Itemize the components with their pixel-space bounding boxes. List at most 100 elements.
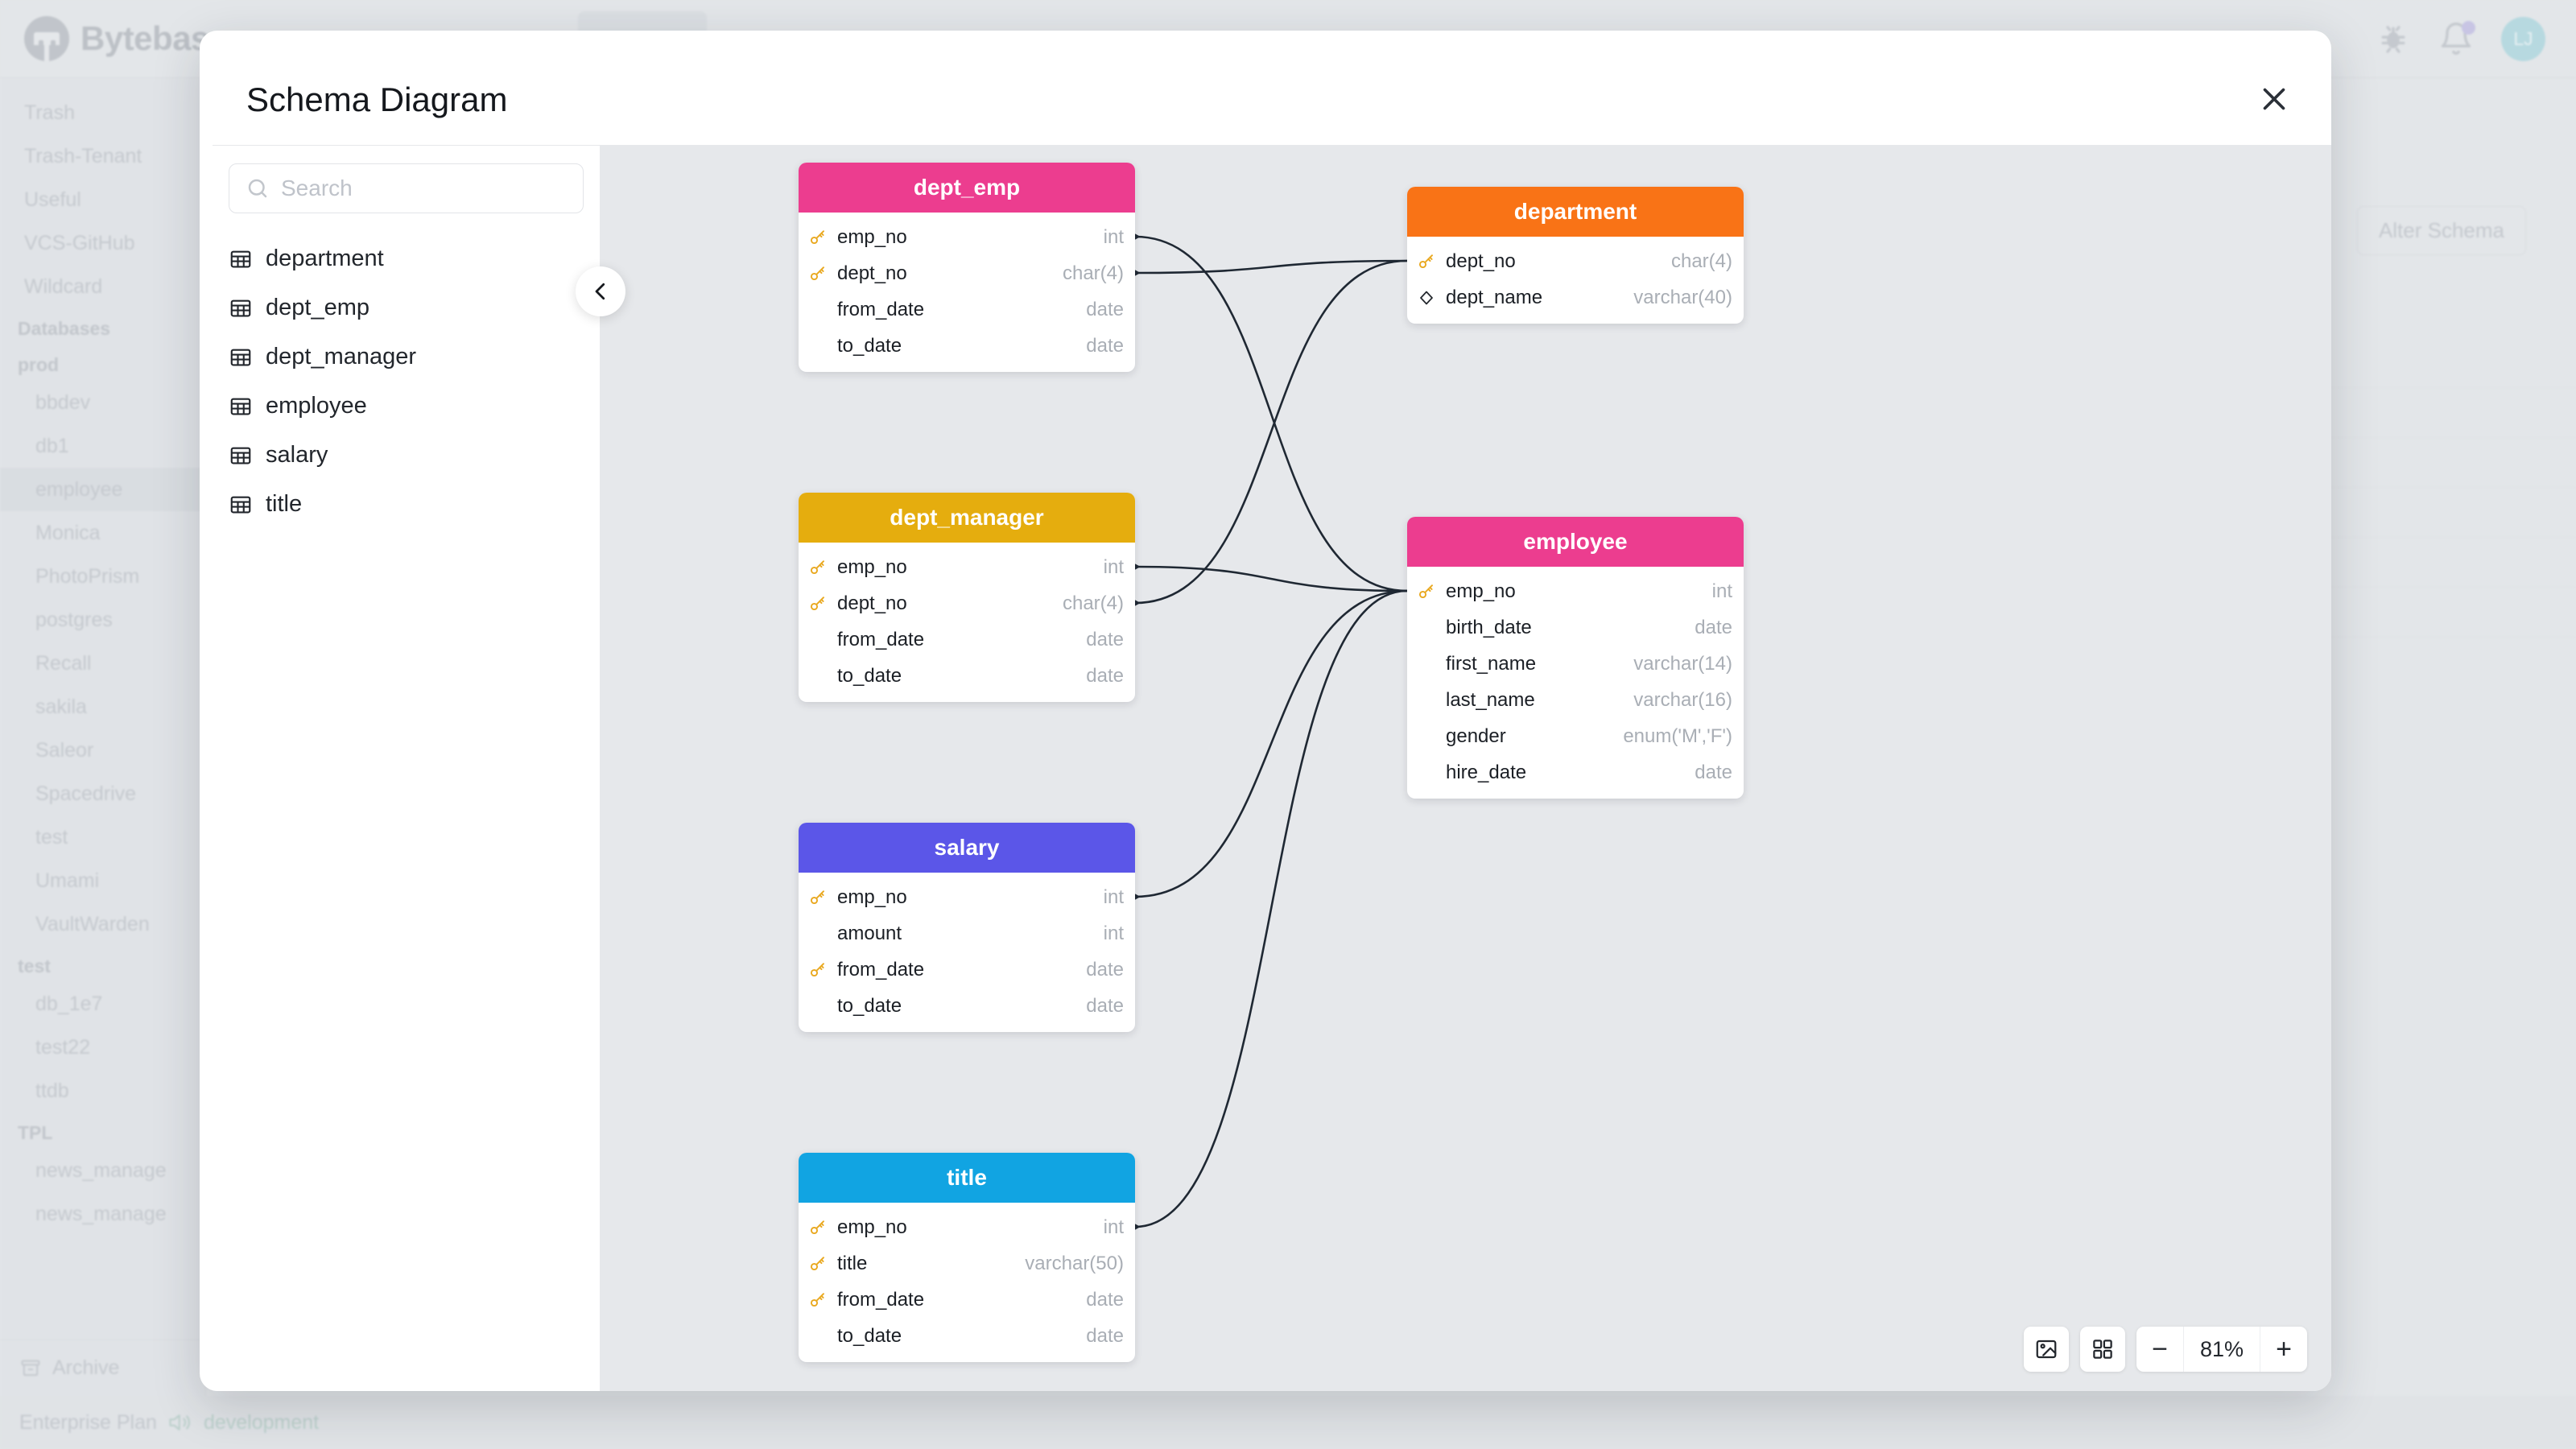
sidebar-item-archive[interactable]: Archive bbox=[0, 1340, 206, 1396]
sidebar-item-Monica[interactable]: Monica bbox=[35, 522, 101, 544]
sidebar-item-postgres[interactable]: postgres bbox=[35, 609, 113, 631]
sidebar-item-news_manage[interactable]: news_manage bbox=[35, 1203, 167, 1225]
list-item[interactable]: employee bbox=[213, 382, 600, 431]
column-name: from_date bbox=[837, 958, 925, 980]
column-type: int bbox=[1103, 886, 1124, 908]
alter-schema-button[interactable]: Alter Schema bbox=[2356, 206, 2526, 255]
column-type: date bbox=[1086, 628, 1124, 650]
sidebar-item-trash-tenant[interactable]: Trash-Tenant bbox=[24, 145, 142, 167]
list-item-label: dept_manager bbox=[266, 344, 417, 369]
column-name: title bbox=[837, 1252, 868, 1274]
sidebar-item-Saleor[interactable]: Saleor bbox=[35, 739, 94, 762]
sidebar-item-Umami[interactable]: Umami bbox=[35, 869, 100, 892]
column-type: date bbox=[1695, 761, 1732, 783]
chevron-left-icon[interactable] bbox=[576, 266, 625, 316]
column-type: date bbox=[1695, 616, 1732, 638]
image-icon[interactable] bbox=[2024, 1327, 2069, 1372]
column-type: char(4) bbox=[1062, 592, 1124, 614]
table-node-header: title bbox=[799, 1153, 1135, 1203]
canvas-toolbar: − 81% + bbox=[2024, 1327, 2307, 1372]
column-name: dept_no bbox=[837, 262, 907, 284]
column-type: date bbox=[1086, 1324, 1124, 1347]
column-name: birth_date bbox=[1446, 616, 1532, 638]
column-type: int bbox=[1103, 1216, 1124, 1238]
table-node-header: employee bbox=[1407, 517, 1744, 567]
column-type: int bbox=[1711, 580, 1732, 602]
table-icon bbox=[229, 247, 253, 271]
sidebar-item-Recall[interactable]: Recall bbox=[35, 652, 92, 675]
column-name: from_date bbox=[837, 1288, 925, 1311]
sidebar-item-useful[interactable]: Useful bbox=[24, 188, 81, 211]
sidebar-item-employee[interactable]: employee bbox=[0, 468, 205, 511]
plan-label: Enterprise Plan bbox=[19, 1410, 157, 1434]
sidebar-item-ttdb[interactable]: ttdb bbox=[35, 1080, 69, 1102]
sidebar-item-Spacedrive[interactable]: Spacedrive bbox=[35, 782, 137, 805]
column-type: char(4) bbox=[1670, 250, 1732, 272]
sidebar-item-vcs-github[interactable]: VCS-GitHub bbox=[24, 232, 135, 254]
list-item[interactable]: title bbox=[213, 480, 600, 529]
sidebar-item-sakila[interactable]: sakila bbox=[35, 696, 87, 718]
search-input[interactable] bbox=[281, 175, 567, 201]
bug-icon[interactable] bbox=[2376, 21, 2411, 56]
search-box[interactable] bbox=[229, 163, 584, 213]
grid-icon[interactable] bbox=[2080, 1327, 2125, 1372]
column-type: int bbox=[1103, 555, 1124, 578]
notification-badge bbox=[2462, 21, 2475, 35]
list-item-label: title bbox=[266, 491, 303, 517]
table-node-title: dept_emp bbox=[913, 175, 1021, 200]
relationship-edge bbox=[1134, 235, 1408, 592]
key-icon bbox=[808, 558, 831, 577]
column-row: birth_date date bbox=[1407, 609, 1744, 646]
column-name: to_date bbox=[837, 1324, 902, 1347]
avatar[interactable]: LJ bbox=[2501, 16, 2545, 61]
sidebar-item-db1[interactable]: db1 bbox=[35, 435, 69, 457]
sidebar-subgroup-TPL: TPL bbox=[18, 1122, 53, 1143]
zoom-in-button[interactable]: + bbox=[2276, 1334, 2292, 1364]
column-name: last_name bbox=[1446, 688, 1535, 711]
sidebar-item-PhotoPrism[interactable]: PhotoPrism bbox=[35, 565, 140, 588]
zoom-out-button[interactable]: − bbox=[2152, 1334, 2168, 1364]
column-name: to_date bbox=[837, 334, 902, 357]
archive-label: Archive bbox=[52, 1356, 120, 1379]
sidebar-item-trash[interactable]: Trash bbox=[24, 101, 75, 124]
sidebar-item-bbdev[interactable]: bbdev bbox=[35, 391, 91, 414]
relationship-edge bbox=[1134, 589, 1408, 898]
table-node-title: salary bbox=[934, 835, 1000, 860]
column-name: to_date bbox=[837, 994, 902, 1017]
modal-body: departmentdept_empdept_manageremployeesa… bbox=[200, 145, 2331, 1391]
sidebar-item-news_manage[interactable]: news_manage bbox=[35, 1159, 167, 1182]
bell-icon[interactable] bbox=[2438, 21, 2475, 56]
list-item[interactable]: dept_manager bbox=[213, 332, 600, 382]
sidebar-item-test22[interactable]: test22 bbox=[35, 1036, 91, 1059]
column-type: int bbox=[1103, 922, 1124, 944]
close-icon[interactable] bbox=[2256, 80, 2293, 118]
column-name: dept_no bbox=[837, 592, 907, 614]
list-item[interactable]: department bbox=[213, 234, 600, 283]
sidebar-item-wildcard[interactable]: Wildcard bbox=[24, 275, 103, 298]
list-item[interactable]: dept_emp bbox=[213, 283, 600, 332]
column-type: varchar(50) bbox=[1025, 1252, 1124, 1274]
sidebar-item-test[interactable]: test bbox=[35, 826, 68, 848]
zoom-control-group: − 81% + bbox=[2136, 1327, 2307, 1372]
zoom-level-label: 81% bbox=[2183, 1327, 2260, 1372]
sidebar-item-db_1e7[interactable]: db_1e7 bbox=[35, 993, 103, 1015]
list-item[interactable]: salary bbox=[213, 431, 600, 480]
sidebar-item-VaultWarden[interactable]: VaultWarden bbox=[35, 913, 150, 935]
app-logo[interactable]: Bytebase bbox=[0, 16, 228, 61]
